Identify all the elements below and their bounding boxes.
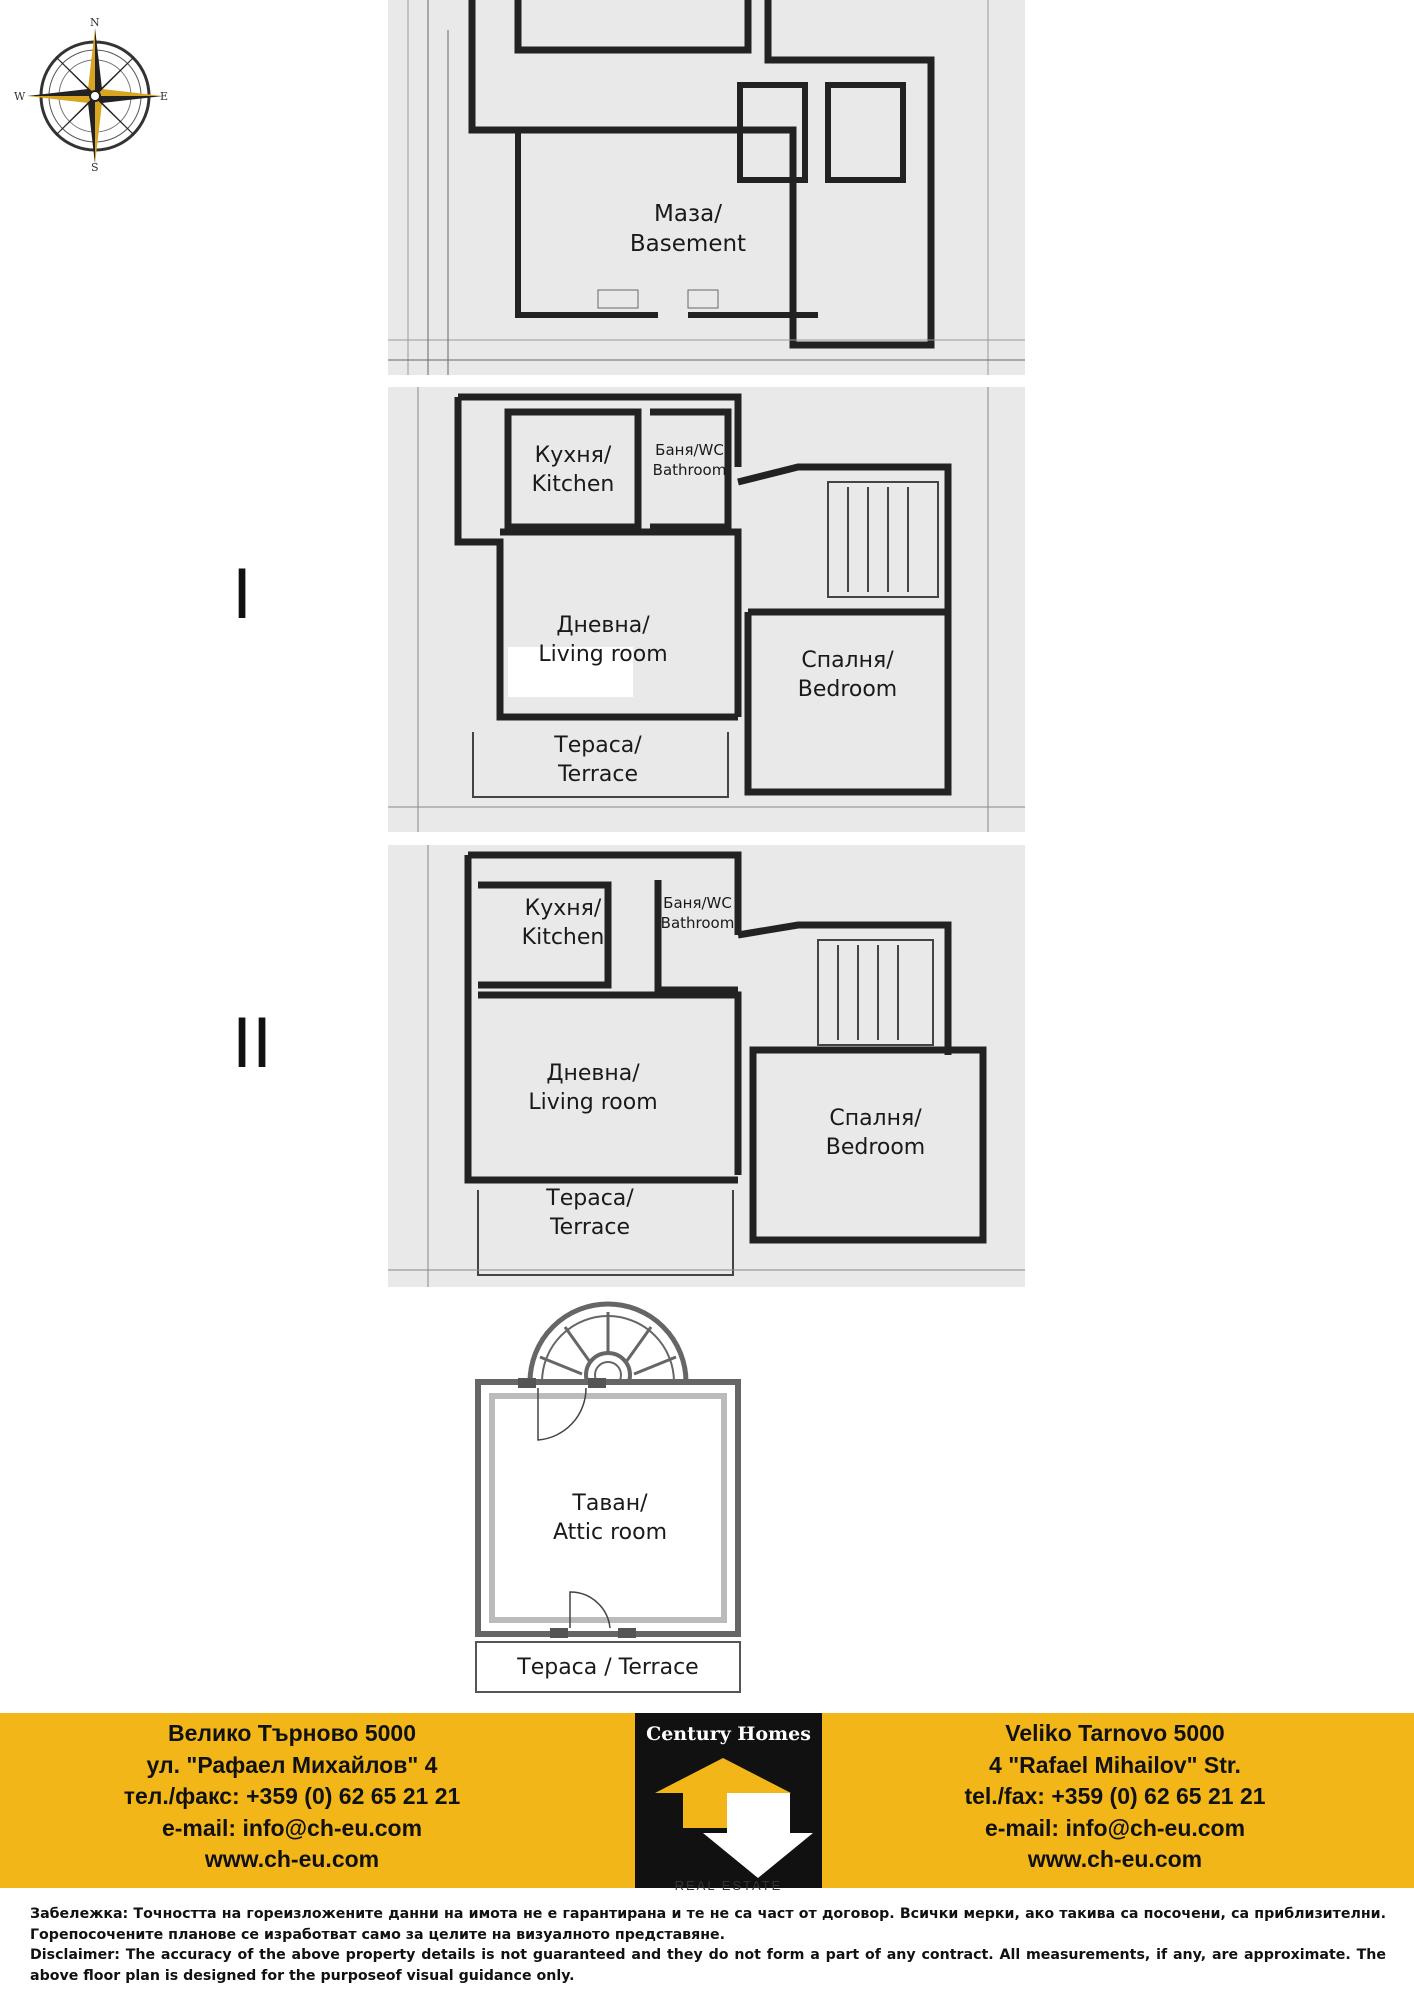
contact-bulgarian: Велико Търново 5000 ул. "Рафаел Михайлов…	[32, 1718, 552, 1876]
century-homes-logo: Century Homes	[635, 1713, 822, 1888]
house-arrow-icon	[655, 1758, 813, 1878]
kitchen-label-1: Кухня/Kitchen	[531, 443, 615, 497]
logo-name: Century Homes	[646, 1723, 811, 1745]
contact-city-en: Veliko Tarnovo 5000	[1005, 1720, 1225, 1746]
compass-icon	[27, 28, 163, 164]
bedroom-label-2: Спалня/Bedroom	[825, 1106, 926, 1160]
contact-email-en: e-mail: info@ch-eu.com	[984, 1814, 1246, 1841]
contact-english: Veliko Tarnovo 5000 4 "Rafael Mihailov" …	[855, 1718, 1375, 1876]
contact-web-en: www.ch-eu.com	[1027, 1846, 1203, 1872]
attic-plan: Таван/Attic room Тераса / Terrace	[470, 1282, 745, 1702]
contact-email-bg: e-mail: info@ch-eu.com	[161, 1814, 423, 1841]
basement-label: Маза/Basement	[629, 201, 747, 257]
compass-west: W	[14, 90, 26, 103]
contact-phone-en: tel./fax: +359 (0) 62 65 21 21	[964, 1783, 1266, 1809]
attic-terrace-label: Тераса / Terrace	[517, 1655, 699, 1680]
attic-room-label: Таван/Attic room	[552, 1491, 668, 1545]
contact-street-bg: ул. "Рафаел Михайлов" 4	[146, 1751, 438, 1778]
kitchen-label-2: Кухня/Kitchen	[521, 896, 605, 950]
floor-label-second: II	[232, 1005, 273, 1084]
compass-south: S	[91, 161, 99, 174]
terrace-label-2: Тераса/Terrace	[546, 1186, 634, 1240]
contact-street-en: 4 "Rafael Mihailov" Str.	[989, 1751, 1241, 1778]
disclaimer-en: Disclaimer: The accuracy of the above pr…	[30, 1947, 1386, 1984]
contact-phone-bg: тел./факс: +359 (0) 62 65 21 21	[123, 1783, 461, 1809]
bedroom-label-1: Спалня/Bedroom	[797, 648, 898, 702]
contact-web-bg: www.ch-eu.com	[204, 1846, 380, 1872]
disclaimer: Забележка: Точността на гореизложените д…	[30, 1904, 1386, 1986]
disclaimer-bg: Забележка: Точността на гореизложените д…	[30, 1906, 1386, 1943]
terrace-label-1: Тераса/Terrace	[554, 733, 642, 787]
floor-label-first: I	[232, 556, 253, 635]
basement-plan: Маза/Basement	[388, 0, 1025, 375]
contact-city-bg: Велико Търново 5000	[167, 1720, 417, 1746]
compass-north: N	[90, 16, 100, 29]
living-room-label-2: Дневна/Living room	[528, 1061, 658, 1115]
living-room-label-1: Дневна/Living room	[538, 613, 668, 667]
compass-rose: N S W E	[14, 14, 174, 174]
compass-east: E	[160, 90, 169, 103]
logo-tagline: REAL ESTATE	[674, 1878, 783, 1893]
